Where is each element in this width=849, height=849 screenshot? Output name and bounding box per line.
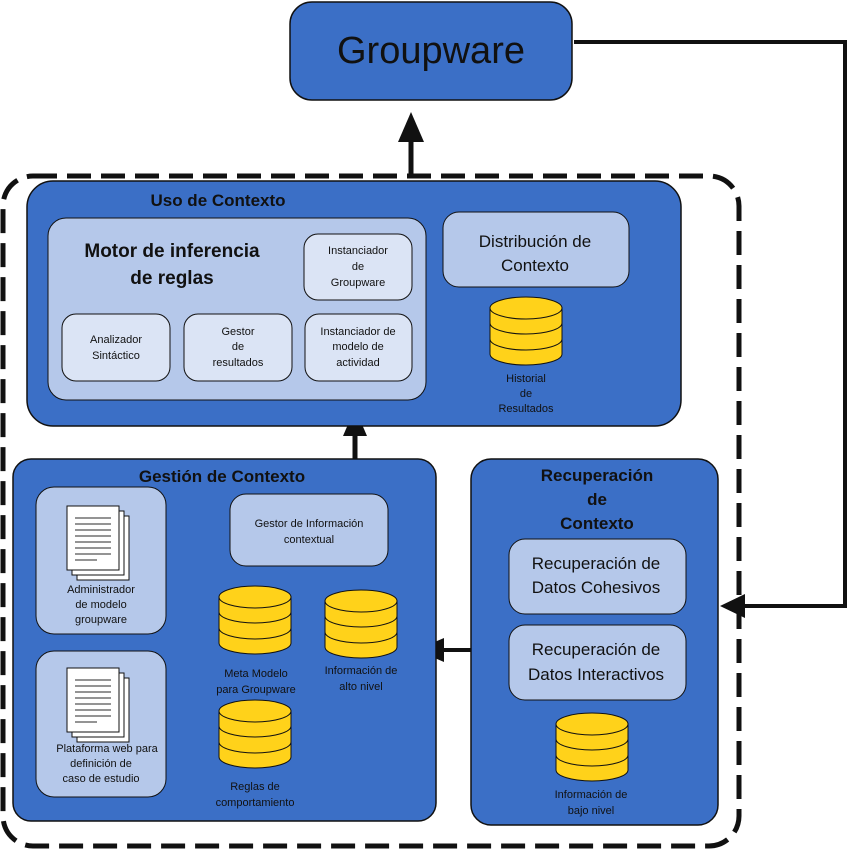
distribucion-contexto-box: Distribución de Contexto — [442, 211, 630, 288]
instanciador-modelo-line1: Instanciador de — [320, 326, 395, 338]
uso-to-groupware-arrowhead — [398, 112, 424, 142]
datos-interactivos-line2: Datos Interactivos — [528, 665, 664, 684]
info-bajo-line2: bajo nivel — [568, 805, 614, 817]
instanciador-groupware-line1: Instanciador — [328, 245, 388, 257]
groupware-box: Groupware — [289, 1, 573, 101]
info-alto-line2: alto nivel — [339, 681, 382, 693]
gestor-resultados-box — [183, 313, 293, 382]
plataforma-line3: caso de estudio — [62, 773, 139, 785]
gestor-info-line1: Gestor de Información — [255, 518, 364, 530]
recuperacion-contexto-panel: Recuperación de Contexto Recuperación de… — [470, 458, 719, 826]
uso-contexto-panel: Uso de Contexto Motor de inferencia de r… — [26, 180, 682, 427]
document-stack-icon — [66, 667, 130, 743]
reglas-line2: comportamiento — [216, 797, 295, 809]
motor-title-line2: de reglas — [130, 268, 213, 289]
administrador-line1: Administrador — [67, 584, 135, 596]
plataforma-line2: definición de — [70, 758, 132, 770]
feedback-connector — [574, 40, 847, 608]
gestor-informacion-box: Gestor de Información contextual — [229, 493, 389, 567]
instanciador-modelo-box — [304, 313, 413, 382]
groupware-title: Groupware — [337, 30, 525, 72]
administrador-box: Administrador de modelo groupware — [35, 486, 167, 635]
datos-cohesivos-line1: Recuperación de — [532, 554, 661, 573]
meta-modelo-line2: para Groupware — [216, 684, 296, 696]
document-stack-icon — [66, 505, 130, 581]
gestion-contexto-title: Gestión de Contexto — [139, 467, 305, 486]
historial-database-icon — [489, 296, 563, 366]
historial-label-line2: de — [520, 388, 532, 400]
motor-title-line1: Motor de inferencia — [84, 241, 260, 262]
gestor-resultados-line2: de — [232, 341, 244, 353]
administrador-line2: de modelo — [75, 599, 126, 611]
meta-modelo-database-icon — [218, 585, 292, 655]
historial-label-line3: Resultados — [498, 403, 554, 415]
motor-inferencia-box: Motor de inferencia de reglas Instanciad… — [47, 217, 427, 401]
datos-interactivos-box: Recuperación de Datos Interactivos — [508, 624, 687, 701]
gestion-contexto-panel: Gestión de Contexto Administrador de mod… — [12, 458, 437, 822]
analizador-sintactico-box — [61, 313, 171, 382]
datos-interactivos-line1: Recuperación de — [532, 640, 661, 659]
info-bajo-line1: Información de — [555, 789, 628, 801]
datos-cohesivos-box: Recuperación de Datos Cohesivos — [508, 538, 687, 615]
distribucion-line1: Distribución de — [479, 232, 591, 251]
recuperacion-title-line1: Recuperación — [541, 466, 653, 485]
plataforma-line1: Plataforma web para — [56, 743, 158, 755]
info-bajo-database-icon — [555, 712, 629, 782]
analizador-line1: Analizador — [90, 334, 142, 346]
system-boundary — [0, 173, 742, 849]
reglas-line1: Reglas de — [230, 781, 280, 793]
gestor-resultados-line3: resultados — [213, 357, 264, 369]
recuperacion-title-line3: Contexto — [560, 514, 634, 533]
gestor-info-line2: contextual — [284, 534, 334, 546]
datos-cohesivos-line2: Datos Cohesivos — [532, 578, 661, 597]
analizador-line2: Sintáctico — [92, 350, 140, 362]
uso-contexto-title: Uso de Contexto — [150, 191, 285, 210]
instanciador-groupware-line3: Groupware — [331, 277, 385, 289]
info-alto-line1: Información de — [325, 665, 398, 677]
historial-label-line1: Historial — [506, 373, 546, 385]
meta-modelo-line1: Meta Modelo — [224, 668, 288, 680]
administrador-line3: groupware — [75, 614, 127, 626]
instanciador-groupware-box — [303, 233, 413, 301]
info-alto-database-icon — [324, 589, 398, 659]
distribucion-line2: Contexto — [501, 256, 569, 275]
gestor-resultados-line1: Gestor — [221, 326, 254, 338]
instanciador-groupware-line2: de — [352, 261, 364, 273]
reglas-database-icon — [218, 699, 292, 769]
plataforma-box: Plataforma web para definición de caso d… — [35, 650, 167, 798]
instanciador-modelo-line3: actividad — [336, 357, 379, 369]
instanciador-modelo-line2: modelo de — [332, 341, 383, 353]
recuperacion-title-line2: de — [587, 490, 607, 509]
